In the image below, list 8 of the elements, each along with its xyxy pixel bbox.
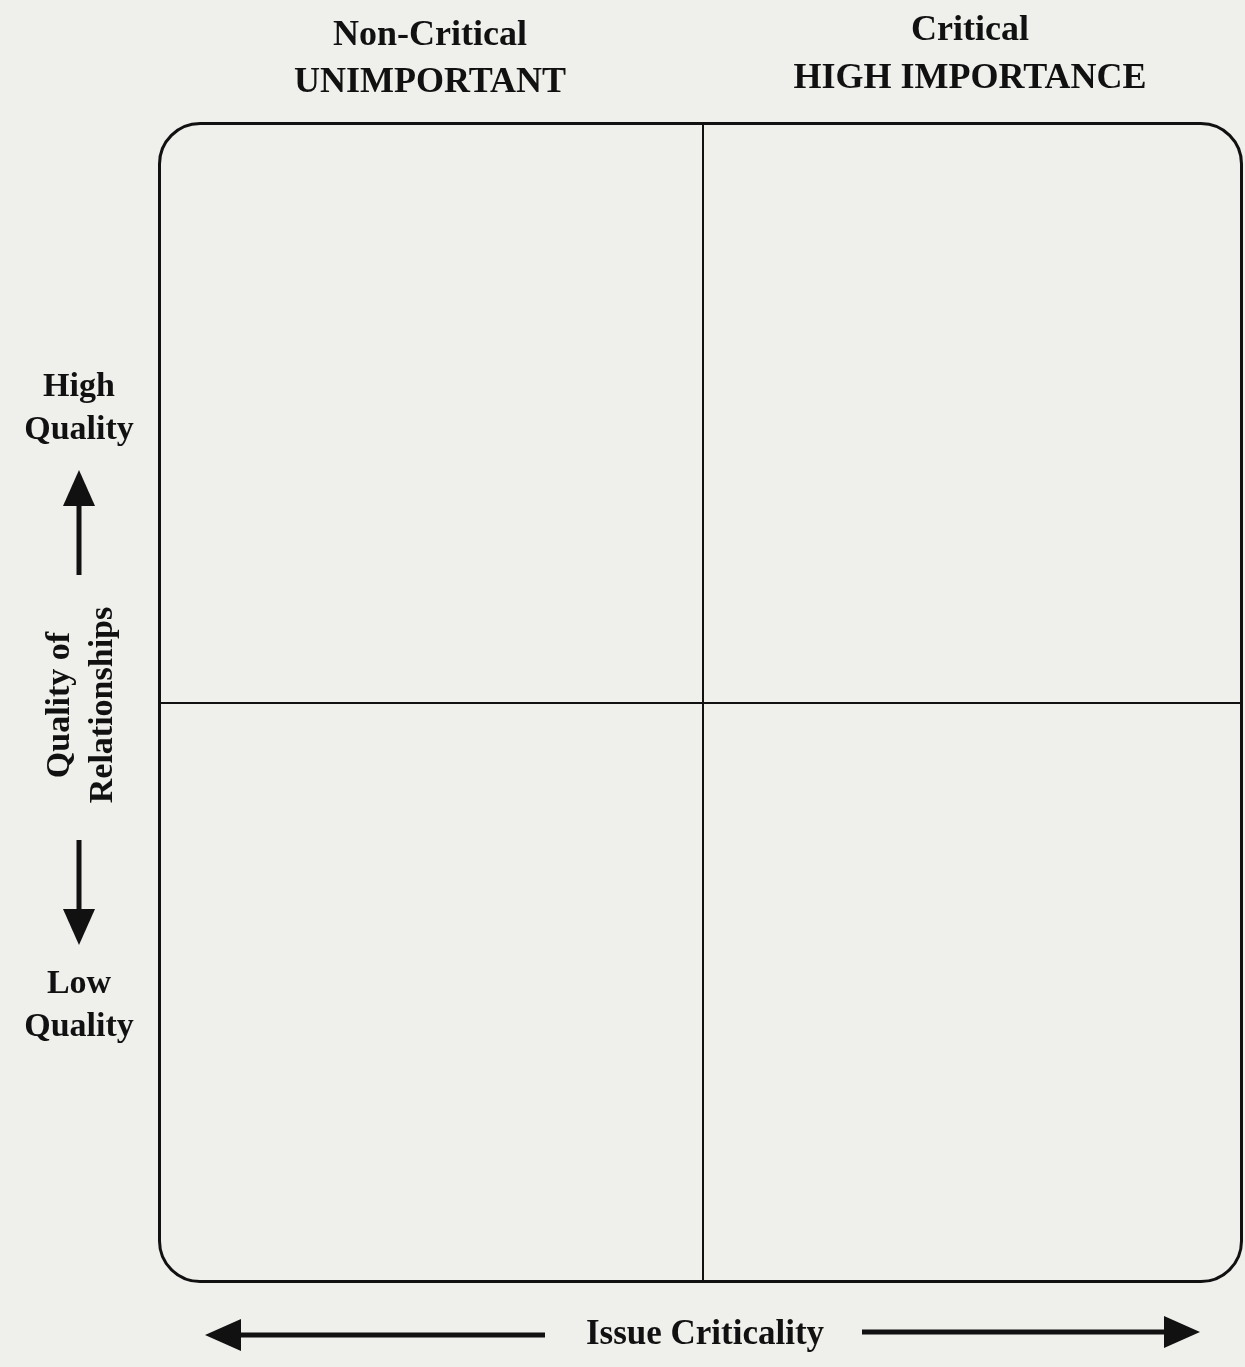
heading-label: Low Quality — [23, 961, 135, 1045]
heading-label: High Quality — [23, 364, 135, 448]
axis-label: Quality of Relationships — [37, 605, 120, 806]
heading-label: UNIMPORTANT — [292, 58, 568, 102]
heading-label: HIGH IMPORTANCE — [792, 54, 1148, 98]
heading-label: Critical — [910, 6, 1030, 50]
axis-label: Issue Criticality — [584, 1312, 826, 1355]
heading-label: Non-Critical — [332, 11, 528, 55]
